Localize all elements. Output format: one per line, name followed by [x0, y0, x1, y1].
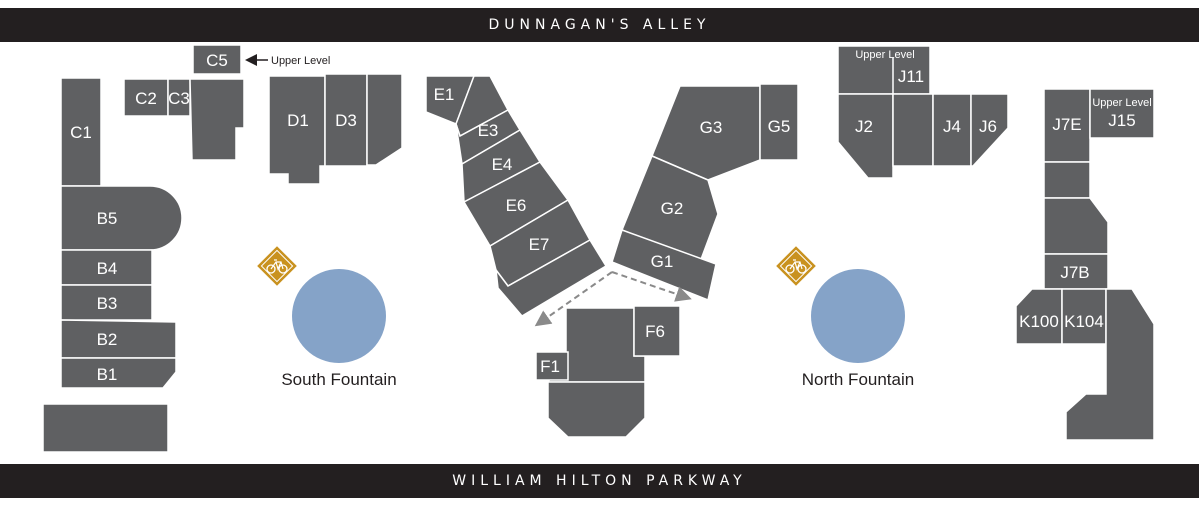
- building-d: D1 D3: [268, 73, 403, 185]
- building-e: E1 E3 E4 E6 E7: [425, 75, 608, 317]
- unit-D3-annex[interactable]: [366, 73, 403, 166]
- label-C1: C1: [70, 123, 92, 142]
- label-F1: F1: [540, 357, 560, 376]
- label-B5: B5: [97, 209, 118, 228]
- unit-B1[interactable]: [60, 357, 177, 389]
- unit-J7-mid[interactable]: [1043, 161, 1091, 199]
- william-hilton-parkway-street: WILLIAM HILTON PARKWAY: [0, 464, 1199, 498]
- south-fountain-pool: [292, 269, 386, 363]
- unit-K-large[interactable]: [1065, 288, 1155, 441]
- north-fountain-label: North Fountain: [802, 370, 914, 389]
- upper-level-j11-label: Upper Level: [855, 49, 914, 61]
- label-G1: G1: [651, 252, 674, 271]
- dunnagans-alley-street: DUNNAGAN'S ALLEY: [0, 8, 1199, 42]
- bicycle-sign-icon: [257, 246, 297, 286]
- label-E1: E1: [434, 85, 455, 104]
- unit-J7B[interactable]: [1043, 253, 1109, 290]
- label-C5: C5: [206, 51, 228, 70]
- label-G5: G5: [768, 117, 791, 136]
- label-B3: B3: [97, 294, 118, 313]
- unit-G3[interactable]: [651, 85, 761, 181]
- label-J15: J15: [1108, 111, 1135, 130]
- unit-F6[interactable]: [633, 305, 681, 357]
- building-c2-c5: C2 C3 C5 Upper Level: [123, 44, 330, 161]
- building-g: G3 G5 G2 G1: [611, 83, 799, 302]
- street-label-bottom: WILLIAM HILTON PARKWAY: [452, 473, 747, 489]
- unit-B2[interactable]: [60, 319, 177, 359]
- label-E3: E3: [478, 121, 499, 140]
- unit-J7E[interactable]: [1043, 88, 1091, 163]
- label-G2: G2: [661, 199, 684, 218]
- label-B2: B2: [97, 330, 118, 349]
- label-C2: C2: [135, 89, 157, 108]
- unit-B5[interactable]: [60, 185, 183, 251]
- street-label-top: DUNNAGAN'S ALLEY: [488, 17, 711, 33]
- label-G3: G3: [700, 118, 723, 137]
- upper-level-j15-label: Upper Level: [1092, 97, 1151, 109]
- unit-F1[interactable]: [535, 351, 569, 381]
- unit-J6[interactable]: [970, 93, 1009, 167]
- label-B4: B4: [97, 259, 118, 278]
- unit-B3[interactable]: [60, 284, 153, 321]
- label-J7E: J7E: [1052, 115, 1081, 134]
- unit-J4[interactable]: [932, 93, 972, 167]
- bicycle-sign-icon: [776, 246, 816, 286]
- unit-E8[interactable]: [494, 238, 608, 317]
- north-fountain: North Fountain: [802, 269, 914, 389]
- unit-G1[interactable]: [611, 229, 717, 302]
- unit-K100[interactable]: [1015, 288, 1063, 345]
- building-f: F6 F1: [535, 305, 681, 438]
- unit-D1[interactable]: [268, 75, 326, 185]
- label-D3: D3: [335, 111, 357, 130]
- south-fountain: South Fountain: [281, 269, 397, 389]
- north-fountain-pool: [811, 269, 905, 363]
- label-E6: E6: [506, 196, 527, 215]
- label-D1: D1: [287, 111, 309, 130]
- unit-E3b[interactable]: [455, 108, 522, 166]
- label-J7B: J7B: [1060, 263, 1089, 282]
- label-E4: E4: [492, 155, 513, 174]
- unit-C2[interactable]: [123, 78, 169, 117]
- unit-J7-lower[interactable]: [1043, 197, 1109, 255]
- unit-C5[interactable]: [192, 44, 242, 75]
- unit-J3[interactable]: [892, 93, 934, 167]
- label-J2: J2: [855, 117, 873, 136]
- unit-J15[interactable]: [1089, 88, 1155, 139]
- parking-block: [42, 403, 169, 453]
- label-K100: K100: [1019, 312, 1059, 331]
- building-j: Upper Level J11 J2 J4 J6: [837, 45, 1009, 179]
- label-J11: J11: [898, 67, 924, 86]
- unit-D3[interactable]: [324, 73, 368, 167]
- unit-B4[interactable]: [60, 249, 153, 286]
- label-K104: K104: [1064, 312, 1104, 331]
- walkway-arrows: [534, 271, 692, 327]
- unit-G2[interactable]: [621, 155, 719, 263]
- label-F6: F6: [645, 322, 665, 341]
- label-E7: E7: [529, 235, 550, 254]
- unit-G5[interactable]: [759, 83, 799, 161]
- upper-level-c5-label: Upper Level: [271, 55, 330, 67]
- building-c-b: C1 B5 B4 B3 B2 B1: [42, 77, 183, 453]
- label-J4: J4: [943, 117, 961, 136]
- unit-C3-rear[interactable]: [189, 78, 245, 161]
- south-fountain-label: South Fountain: [281, 370, 396, 389]
- label-B1: B1: [97, 365, 118, 384]
- building-j7-k: J7E Upper Level J15 J7B K100 K104: [1015, 88, 1155, 441]
- unit-F-lower[interactable]: [547, 381, 646, 438]
- unit-J2[interactable]: [837, 93, 894, 179]
- label-J6: J6: [979, 117, 997, 136]
- label-C3: C3: [168, 89, 190, 108]
